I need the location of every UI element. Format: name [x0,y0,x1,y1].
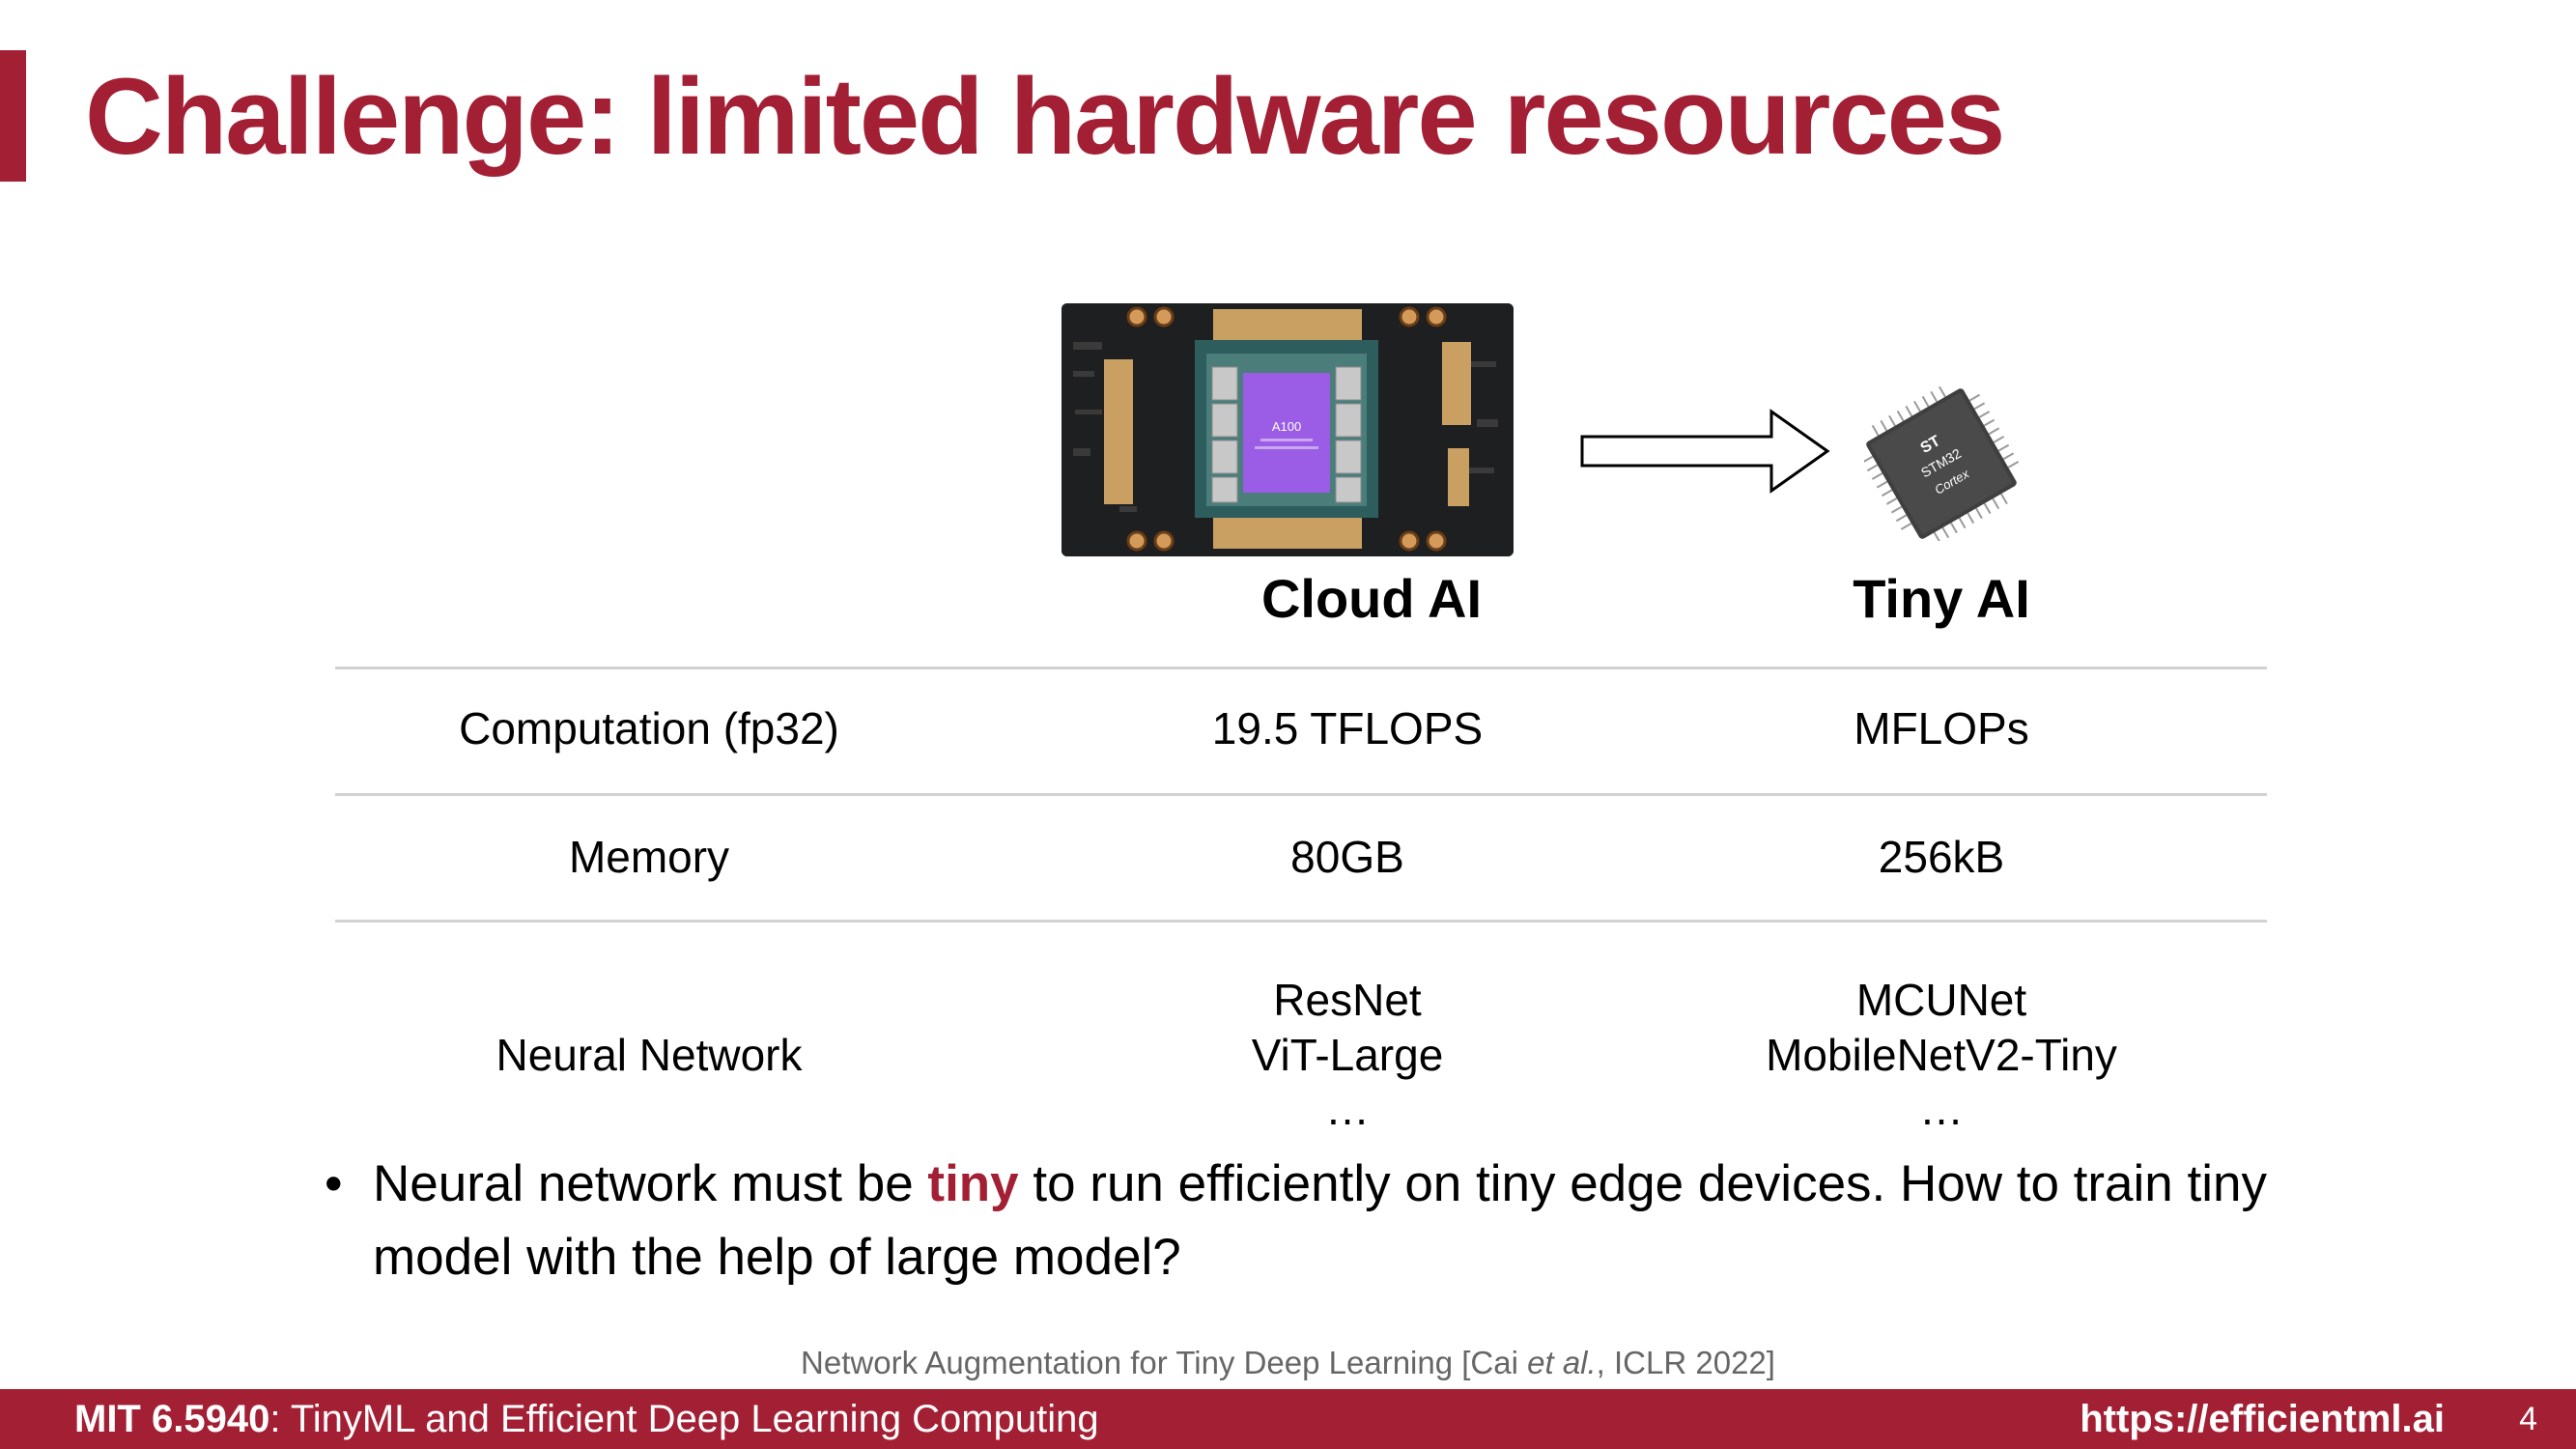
row-label-memory: Memory [568,832,730,882]
bullet-text-post: to run efficiently on tiny edge devices.… [373,1155,2267,1286]
cloud-memory-value: 80GB [1290,832,1404,882]
bullet-text-pre: Neural network must be [373,1155,928,1212]
bullet-text: Neural network must be tiny to run effic… [373,1148,2411,1294]
table-rule-middle [335,793,2267,796]
mcu-chip-image: ST STM32 Cortex [1864,386,2019,541]
table-rule-top [335,667,2267,669]
footer-bar: MIT 6.5940: TinyML and Efficient Deep Le… [0,1389,2576,1449]
tiny-computation-value: MFLOPs [1854,703,2029,753]
cloud-network-ellipsis: … [1325,1084,1370,1134]
footer-course: MIT 6.5940: TinyML and Efficient Deep Le… [74,1398,1099,1441]
citation: Network Augmentation for Tiny Deep Learn… [0,1345,2576,1381]
cloud-network-2: ViT-Large [1251,1030,1444,1080]
tiny-network-1: MCUNet [1855,975,2027,1025]
citation-italic: et al. [1527,1345,1597,1380]
citation-post: , ICLR 2022] [1596,1345,1775,1380]
citation-pre: Network Augmentation for Tiny Deep Learn… [801,1345,1528,1380]
table-rule-bottom [335,920,2267,923]
bullet-highlight: tiny [927,1155,1019,1212]
tiny-network-2: MobileNetV2-Tiny [1766,1030,2117,1080]
page-number: 4 [2519,1400,2537,1437]
gpu-board-image: A100 [1062,303,1514,556]
cloud-network-1: ResNet [1273,975,1422,1025]
right-arrow-icon [1580,409,1830,494]
gpu-die-label: A100 [1272,419,1301,434]
cloud-computation-value: 19.5 TFLOPS [1211,703,1484,753]
tiny-network-ellipsis: … [1919,1084,1964,1134]
row-label-computation: Computation (fp32) [459,703,839,753]
tiny-memory-value: 256kB [1878,832,2005,882]
bullet-dot-icon: • [325,1155,343,1212]
title-accent-bar [0,50,26,182]
footer-url-link[interactable]: https://efficientml.ai [2080,1397,2445,1440]
slide-title: Challenge: limited hardware resources [85,55,2005,177]
row-label-neural-network: Neural Network [495,1030,803,1080]
column-header-cloud-ai: Cloud AI [1260,567,1483,629]
footer-course-code: MIT 6.5940 [74,1397,270,1440]
column-header-tiny-ai: Tiny AI [1853,567,2030,629]
footer-course-name: : TinyML and Efficient Deep Learning Com… [269,1397,1099,1440]
